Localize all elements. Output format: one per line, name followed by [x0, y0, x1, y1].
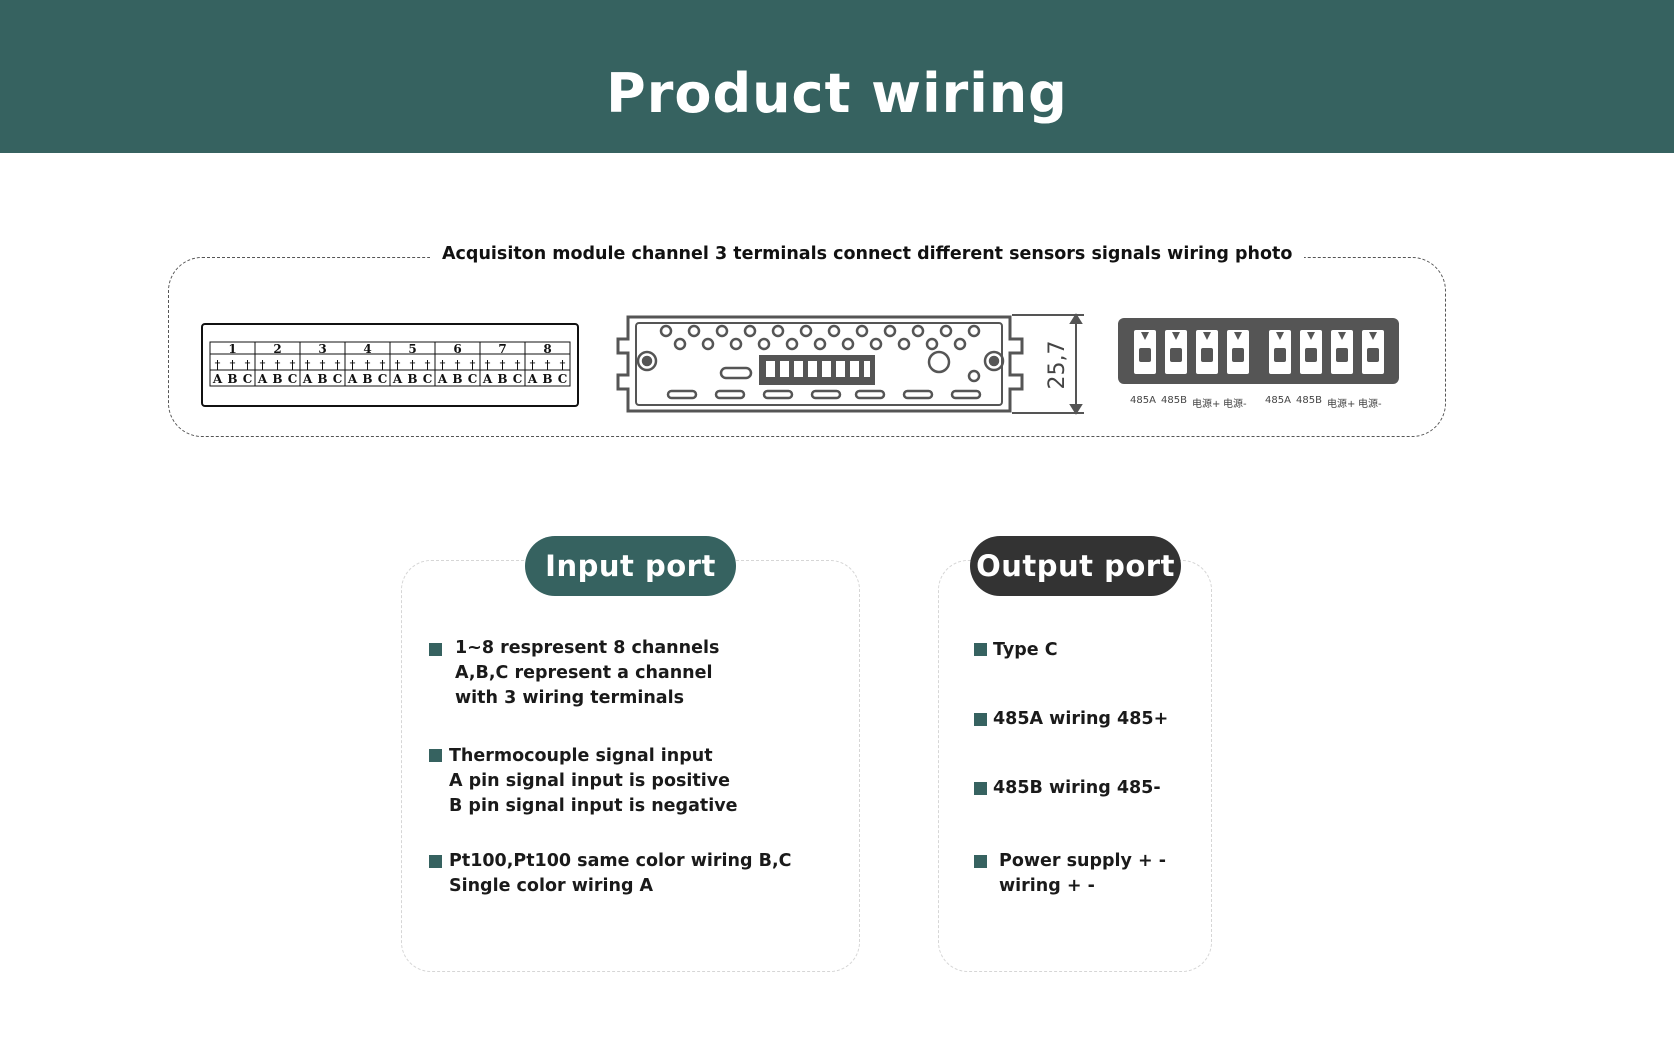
output-port-card	[938, 560, 1212, 972]
list-item-line: Power supply + -	[999, 851, 1167, 871]
wiring-caption: Acquisiton module channel 3 terminals co…	[430, 244, 1305, 264]
list-item-line: A,B,C represent a channel	[455, 663, 713, 683]
terminal-pin-label: B	[227, 372, 237, 386]
output-terminal-screw	[1367, 348, 1379, 362]
terminal-channel-number: 4	[363, 342, 371, 356]
list-item-line: 485A wiring 485+	[993, 709, 1169, 729]
list-bullet	[974, 713, 987, 726]
output-port-title: Output port	[970, 536, 1181, 596]
list-bullet	[429, 643, 442, 656]
list-item-line: 1~8 respresent 8 channels	[455, 638, 720, 658]
output-port-item-2: 485A wiring 485+	[993, 707, 1168, 732]
module-board-drawing: 25,7	[616, 313, 1084, 415]
output-terminal-arrow	[1276, 332, 1284, 340]
terminal-pin-label: A	[347, 372, 358, 386]
output-terminal-label: 电源-	[1223, 399, 1247, 410]
terminal-pin-label: A	[482, 372, 493, 386]
terminal-pin-label: A	[437, 372, 448, 386]
output-terminal-arrow	[1307, 332, 1315, 340]
terminal-pin-label: B	[317, 372, 327, 386]
output-terminal-arrow	[1172, 332, 1180, 340]
output-terminal-housing	[1118, 318, 1399, 384]
output-terminal-label: 485B	[1161, 395, 1187, 406]
terminal-pin-label: C	[243, 372, 253, 386]
terminal-pin-label: B	[497, 372, 507, 386]
terminal-pin-label: B	[362, 372, 372, 386]
output-port-item-1: Type C	[993, 638, 1058, 663]
output-terminal-arrow	[1338, 332, 1346, 340]
input-port-item-1: 1~8 respresent 8 channels A,B,C represen…	[455, 636, 719, 711]
list-bullet	[974, 643, 987, 656]
output-terminal-label: 电源+	[1192, 399, 1221, 410]
terminal-channel-number: 8	[543, 342, 551, 356]
output-terminal-label: 电源-	[1358, 399, 1382, 410]
terminal-pin-label: A	[302, 372, 313, 386]
list-item-line: Single color wiring A	[449, 876, 654, 896]
output-terminal-screw	[1305, 348, 1317, 362]
terminal-channel-number: 2	[273, 342, 281, 356]
output-terminal-screw	[1336, 348, 1348, 362]
output-terminal-label: 电源+	[1327, 399, 1356, 410]
list-item-line: Pt100,Pt100 same color wiring B,C	[449, 851, 792, 871]
terminal-pin-label: C	[558, 372, 568, 386]
terminal-pin-label: A	[212, 372, 223, 386]
terminal-pin-label: A	[392, 372, 403, 386]
list-item-line: wiring + -	[999, 876, 1095, 896]
terminal-pin-label: A	[527, 372, 538, 386]
output-terminal-screw	[1201, 348, 1213, 362]
list-item-line: with 3 wiring terminals	[455, 688, 685, 708]
input-port-item-2: Thermocouple signal input A pin signal i…	[449, 744, 738, 819]
output-terminal-arrow	[1141, 332, 1149, 340]
output-terminal-block	[1118, 318, 1399, 384]
list-item-line: Thermocouple signal input	[449, 746, 713, 766]
output-terminal-label: 485A	[1130, 395, 1156, 406]
output-terminal-label: 485B	[1296, 395, 1322, 406]
terminal-pin-label: C	[468, 372, 478, 386]
output-terminal-screw	[1274, 348, 1286, 362]
output-terminal-arrow	[1234, 332, 1242, 340]
terminal-channel-number: 5	[408, 342, 416, 356]
terminal-channel-number: 1	[228, 342, 236, 356]
output-port-item-4: Power supply + - wiring + -	[999, 849, 1166, 899]
input-port-item-3: Pt100,Pt100 same color wiring B,C Single…	[449, 849, 791, 899]
output-terminal-screw	[1139, 348, 1151, 362]
page-header: Product wiring	[0, 0, 1674, 153]
list-bullet	[974, 855, 987, 868]
terminal-pin-label: C	[288, 372, 298, 386]
terminal-pin-label: C	[513, 372, 523, 386]
input-terminal-block: 1+A+B+C2+A+B+C3+A+B+C4+A+B+C5+A+B+C6+A+B…	[201, 323, 579, 407]
terminal-pin-label: B	[542, 372, 552, 386]
terminal-pin-label: B	[452, 372, 462, 386]
list-bullet	[429, 855, 442, 868]
output-terminal-label: 485A	[1265, 395, 1291, 406]
terminal-pin-label: C	[378, 372, 388, 386]
input-port-title: Input port	[525, 536, 736, 596]
output-terminal-arrow	[1203, 332, 1211, 340]
list-item-line: 485B wiring 485-	[993, 778, 1161, 798]
input-port-card	[401, 560, 860, 972]
output-terminal-screw	[1170, 348, 1182, 362]
terminal-channel-number: 7	[498, 342, 506, 356]
terminal-channel-number: 6	[453, 342, 461, 356]
output-port-item-3: 485B wiring 485-	[993, 776, 1161, 801]
dimension-label: 25,7	[1045, 341, 1070, 390]
list-item-line: A pin signal input is positive	[449, 771, 731, 791]
output-terminal-screw	[1232, 348, 1244, 362]
terminal-pin-label: C	[333, 372, 343, 386]
terminal-pin-label: C	[423, 372, 433, 386]
terminal-pin-label: A	[257, 372, 268, 386]
terminal-pin-label: B	[272, 372, 282, 386]
list-item-line: B pin signal input is negative	[449, 796, 738, 816]
page-title: Product wiring	[606, 62, 1068, 125]
output-terminal-arrow	[1369, 332, 1377, 340]
terminal-channel-number: 3	[318, 342, 326, 356]
list-item-line: Type C	[993, 640, 1058, 660]
list-bullet	[429, 749, 442, 762]
list-bullet	[974, 782, 987, 795]
terminal-pin-label: B	[407, 372, 417, 386]
